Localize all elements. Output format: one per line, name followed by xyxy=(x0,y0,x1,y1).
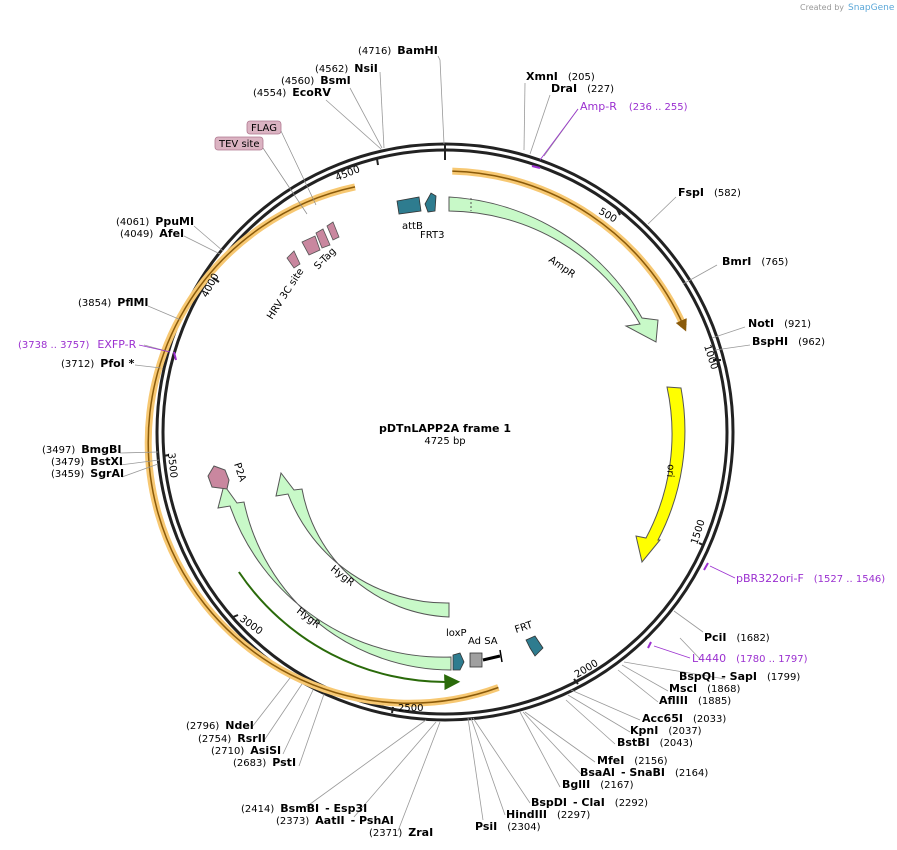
backbone-ticks xyxy=(162,144,721,714)
site-bspqi-sapi[interactable]: BspQI- SapI(1799) xyxy=(679,670,800,683)
site-bsmbi-esp3i[interactable]: (2414)BsmBI- Esp3I xyxy=(241,802,367,815)
orf-hygr-line[interactable] xyxy=(238,571,461,691)
site-pfoi[interactable]: (3712)PfoI * xyxy=(61,357,135,370)
feature-loxp[interactable]: loxP xyxy=(446,628,467,671)
site-acc65i[interactable]: Acc65I(2033) xyxy=(642,712,726,725)
feature-loxp-label: loxP xyxy=(446,628,467,639)
plasmid-length: 4725 bp xyxy=(424,436,465,447)
feature-tev[interactable] xyxy=(315,228,331,249)
site-bmgbi[interactable]: (3497)BmgBI xyxy=(42,443,121,456)
site-afei[interactable]: (4049)AfeI xyxy=(120,227,184,240)
feature-frt3[interactable]: FRT3 xyxy=(420,192,444,241)
tag-tev[interactable]: TEV site xyxy=(214,136,308,215)
primer-marks xyxy=(173,165,709,649)
tick-4500: 4500 xyxy=(334,164,362,184)
feature-flag[interactable] xyxy=(326,221,340,241)
site-ppumi[interactable]: (4061)PpuMI xyxy=(116,215,194,228)
tick-2500: 2500 xyxy=(398,703,423,714)
feature-p2a[interactable]: P2A xyxy=(207,462,248,490)
primer-l4440[interactable]: L4440(1780 .. 1797) xyxy=(692,652,808,665)
feature-adsa-label: Ad SA xyxy=(468,636,498,647)
site-aatii-pshai[interactable]: (2373)AatII- PshAI xyxy=(276,814,394,827)
tag-flag-label: FLAG xyxy=(251,123,277,134)
site-mfei[interactable]: MfeI(2156) xyxy=(597,754,668,767)
feature-hrv-label: HRV 3C site xyxy=(265,267,306,322)
plasmid-name: pDTnLAPP2A frame 1 xyxy=(379,422,511,435)
site-fspi[interactable]: FspI(582) xyxy=(678,186,741,199)
site-psii[interactable]: PsiI(2304) xyxy=(475,820,541,833)
site-bsmi[interactable]: (4560)BsmI xyxy=(281,74,351,87)
feature-p2a-label: P2A xyxy=(231,462,247,484)
feature-attb[interactable]: attB xyxy=(396,196,423,232)
feature-frt-label: FRT xyxy=(514,620,535,636)
tag-flag[interactable]: FLAG xyxy=(246,120,317,206)
feature-frt[interactable]: FRT xyxy=(514,620,544,657)
site-noti[interactable]: NotI(921) xyxy=(748,317,811,330)
feature-ori[interactable]: ori xyxy=(635,386,686,564)
feature-ad-sa[interactable]: Ad SA xyxy=(468,636,503,668)
primer-exfp-r[interactable]: (3738 .. 3757)EXFP-R xyxy=(18,338,137,351)
site-pcii[interactable]: PciI(1682) xyxy=(704,631,770,644)
orf-large-band[interactable] xyxy=(144,183,500,707)
site-zrai[interactable]: (2371)ZraI xyxy=(369,826,433,839)
feature-attb-label: attB xyxy=(402,221,423,232)
site-bamhi[interactable]: (4716)BamHI xyxy=(358,44,438,57)
site-afliii[interactable]: AflIII(1885) xyxy=(659,694,731,707)
primer-amp-r[interactable]: Amp-R(236 .. 255) xyxy=(580,100,688,113)
site-pflmi[interactable]: (3854)PflMI xyxy=(78,296,149,309)
feature-hygr-outer[interactable]: HygR xyxy=(217,483,452,671)
site-bstxi[interactable]: (3479)BstXI xyxy=(51,455,123,468)
credit-brand[interactable]: SnapGene xyxy=(848,3,895,13)
site-bstbi[interactable]: BstBI(2043) xyxy=(617,736,693,749)
site-ndei[interactable]: (2796)NdeI xyxy=(186,719,254,732)
feature-ori-label: ori xyxy=(664,464,676,478)
feature-hygr-inner[interactable]: HygR xyxy=(275,471,450,618)
tick-1000: 1000 xyxy=(701,344,719,372)
site-bspdi-clai[interactable]: BspDI- ClaI(2292) xyxy=(531,796,648,809)
site-nsii[interactable]: (4562)NsiI xyxy=(315,62,378,75)
site-bglii[interactable]: BglII(2167) xyxy=(562,778,634,791)
orf-ampr-band[interactable] xyxy=(452,167,687,332)
site-bsphi[interactable]: BspHI(962) xyxy=(752,335,825,348)
site-sgrai[interactable]: (3459)SgrAI xyxy=(51,467,124,480)
primer-leaders xyxy=(138,108,736,659)
primer-pbr322ori-f[interactable]: pBR322ori-F(1527 .. 1546) xyxy=(736,572,885,585)
feature-ampr[interactable]: AmpR xyxy=(448,196,659,343)
site-rsrii[interactable]: (2754)RsrII xyxy=(198,732,266,745)
site-leaders xyxy=(119,55,751,832)
site-drai[interactable]: DraI(227) xyxy=(551,82,614,95)
feature-hrv-3c[interactable]: HRV 3C site xyxy=(265,250,306,322)
site-bmri[interactable]: BmrI(765) xyxy=(722,255,788,268)
site-xmni[interactable]: XmnI(205) xyxy=(526,70,595,83)
site-bsaai-snabi[interactable]: BsaAI- SnaBI(2164) xyxy=(580,766,708,779)
site-psti[interactable]: (2683)PstI xyxy=(233,756,296,769)
site-asisi[interactable]: (2710)AsiSI xyxy=(211,744,281,757)
site-hindiii[interactable]: HindIII(2297) xyxy=(506,808,590,821)
credit-prefix: Created by xyxy=(800,3,844,12)
feature-hygr-outer-label: HygR xyxy=(294,606,322,631)
site-msci[interactable]: MscI(1868) xyxy=(669,682,740,695)
site-kpni[interactable]: KpnI(2037) xyxy=(630,724,702,737)
feature-ampr-label: AmpR xyxy=(546,254,577,280)
tag-tev-label: TEV site xyxy=(218,139,260,150)
site-ecorv[interactable]: (4554)EcoRV xyxy=(253,86,331,99)
tick-3500: 3500 xyxy=(165,452,179,478)
feature-frt3-label: FRT3 xyxy=(420,230,444,241)
